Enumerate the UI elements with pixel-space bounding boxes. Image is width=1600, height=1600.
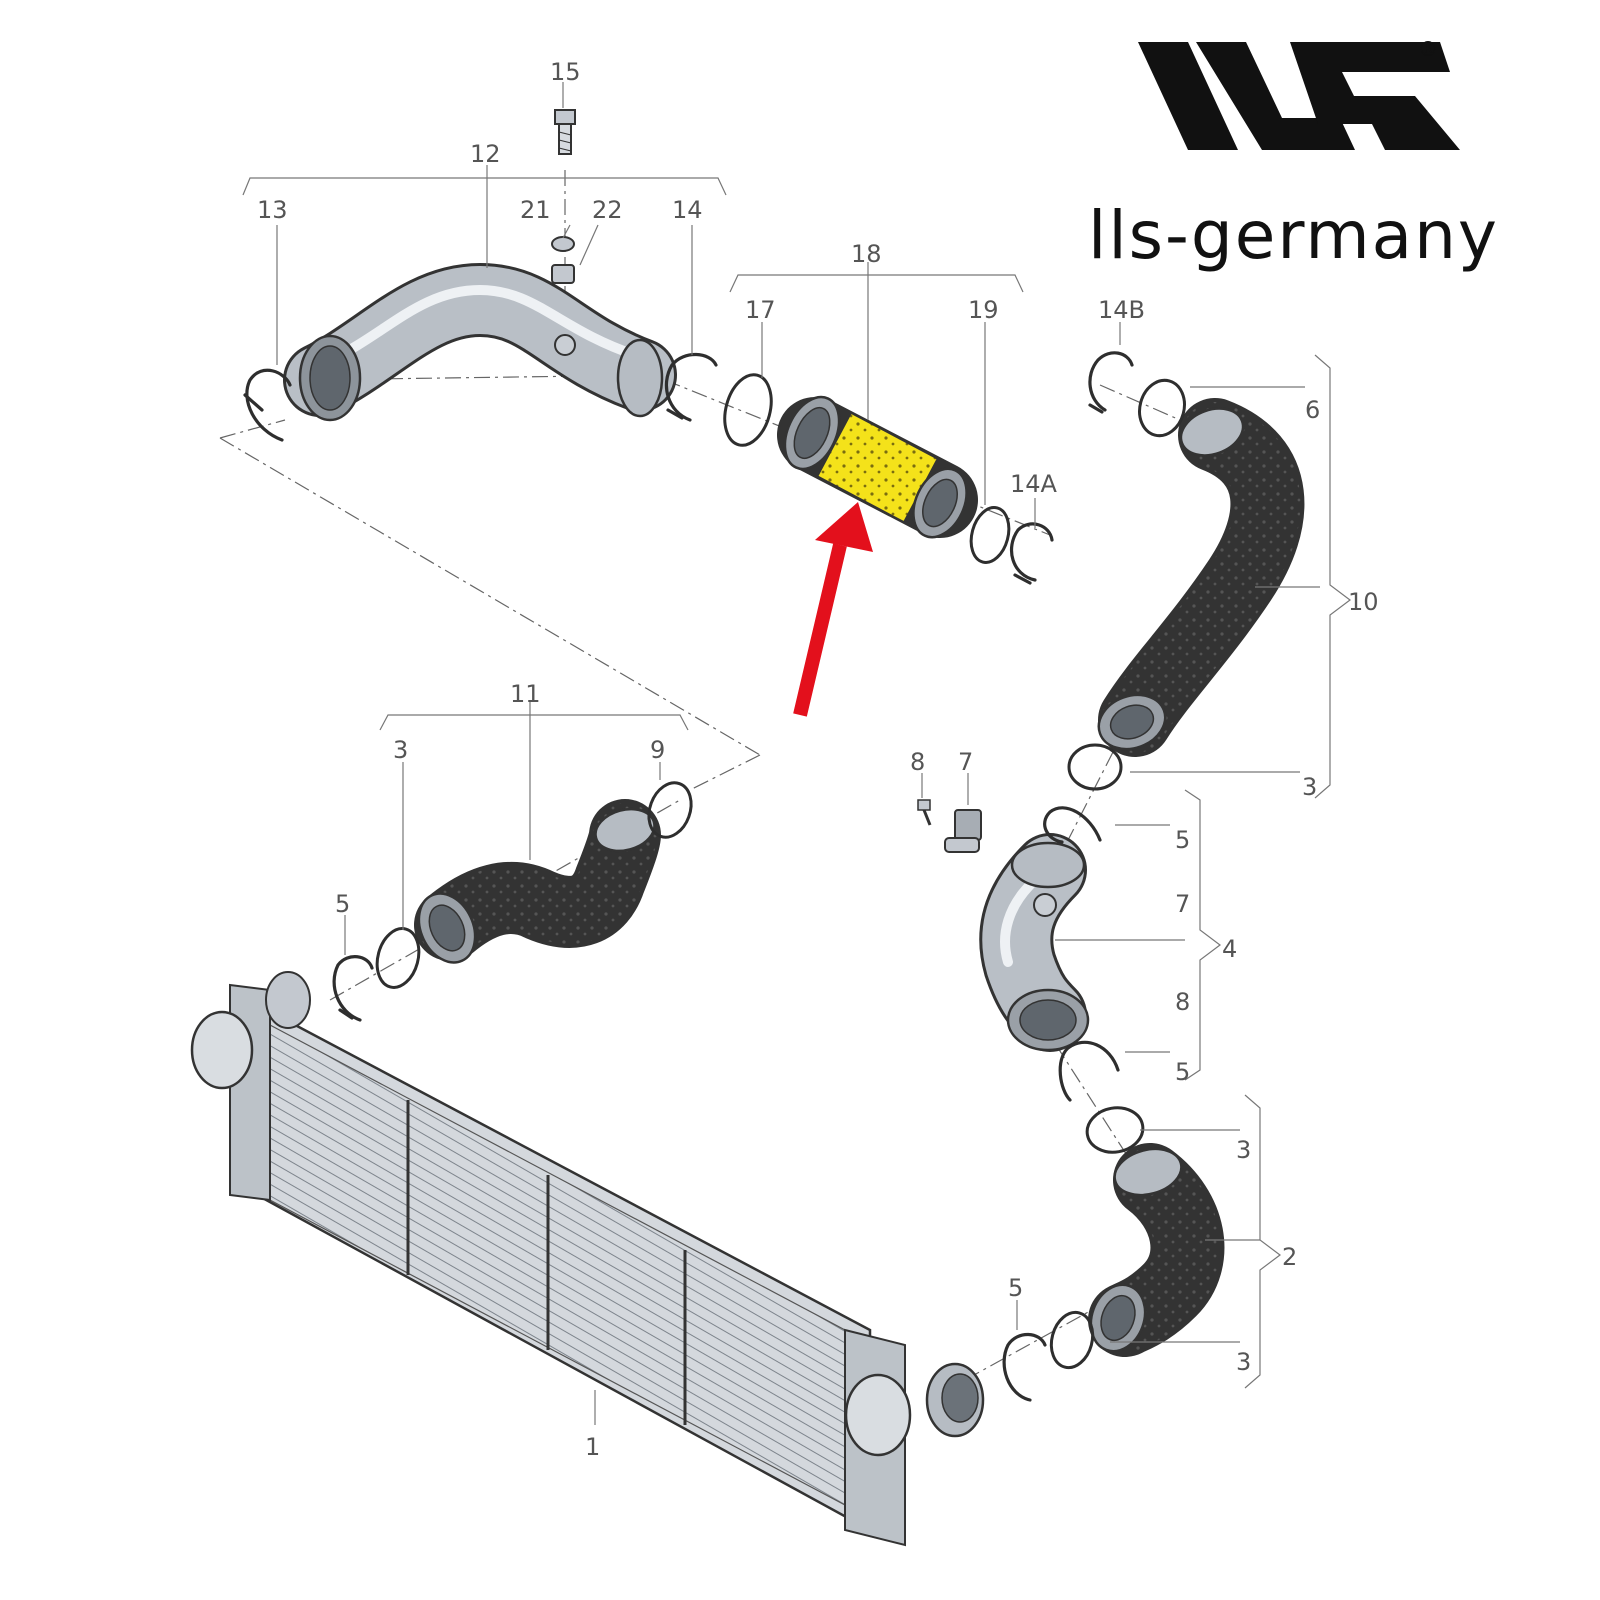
part-3-o-ring-lower-right [1049, 1310, 1095, 1370]
part-17-o-ring [723, 373, 773, 447]
callout-7-right: 7 [1175, 890, 1190, 918]
callout-5-left: 5 [335, 890, 350, 918]
callout-1: 1 [585, 1433, 600, 1461]
part-1-intercooler [190, 971, 985, 1547]
callout-13: 13 [257, 196, 288, 224]
callout-12: 12 [470, 140, 501, 168]
callout-4: 4 [1222, 935, 1237, 963]
part-14a-clip [1009, 522, 1054, 585]
part-11-hose [414, 799, 661, 964]
part-22-grommet [551, 264, 575, 284]
part-14-clip [664, 352, 718, 422]
part-21-washer [551, 236, 575, 252]
part-10-hose [1097, 398, 1305, 757]
part-5-clip-mid-upper [1043, 806, 1102, 844]
callout-15: 15 [550, 58, 581, 86]
part-14b-clip [1088, 351, 1134, 414]
callout-3-mid: 3 [1236, 1136, 1251, 1164]
logo-monogram-icon [1138, 42, 1460, 150]
part-2-hose [1088, 1143, 1225, 1357]
callout-18: 18 [851, 240, 882, 268]
callout-14b: 14B [1098, 296, 1145, 324]
callout-22: 22 [592, 196, 623, 224]
brand-logo: ® lls-germany [1088, 37, 1499, 274]
highlight-arrow-icon [793, 502, 873, 717]
callout-3-left: 3 [393, 736, 408, 764]
part-6-o-ring [1138, 378, 1186, 438]
callout-5-lower-right: 5 [1008, 1274, 1023, 1302]
callout-2: 2 [1282, 1243, 1297, 1271]
callout-11: 11 [510, 680, 541, 708]
part-19-o-ring [969, 506, 1011, 564]
callout-14: 14 [672, 196, 703, 224]
part-13-clip [243, 368, 292, 442]
callout-6: 6 [1305, 396, 1320, 424]
part-3-o-ring-left [375, 927, 421, 989]
callout-17: 17 [745, 296, 776, 324]
brand-name: lls-germany [1088, 197, 1499, 274]
callout-8-right: 8 [1175, 988, 1190, 1016]
callout-8-top: 8 [910, 748, 925, 776]
leader-lines [242, 82, 1351, 1425]
part-15-bolt [554, 109, 576, 155]
part-7-sensor [944, 809, 982, 853]
callout-3-lower-right: 3 [1236, 1348, 1251, 1376]
part-8-screw [917, 799, 932, 826]
part-5-clip-left [332, 955, 374, 1022]
part-3-o-ring-upper-right [1067, 743, 1123, 791]
part-3-o-ring-mid [1085, 1106, 1145, 1154]
callout-numbers: 15 12 13 21 22 14 18 17 19 14B 14A 6 10 … [257, 58, 1379, 1461]
callout-5-mid-upper: 5 [1175, 826, 1190, 854]
registered-mark: ® [1418, 37, 1440, 61]
callout-3-upper-right: 3 [1302, 773, 1317, 801]
part-18-hose-highlighted [777, 395, 978, 539]
part-5-clip-mid-lower [1058, 1040, 1120, 1102]
callout-19: 19 [968, 296, 999, 324]
callout-5-mid-lower: 5 [1175, 1058, 1190, 1086]
callout-14a: 14A [1010, 470, 1058, 498]
part-4-elbow [979, 833, 1090, 1052]
callout-7-top: 7 [958, 748, 973, 776]
callout-10: 10 [1348, 588, 1379, 616]
part-12-charge-pipe [283, 262, 677, 422]
callout-9: 9 [650, 736, 665, 764]
part-5-clip-lower-right [1002, 1332, 1047, 1402]
callout-21: 21 [520, 196, 551, 224]
part-9-o-ring [647, 781, 693, 839]
